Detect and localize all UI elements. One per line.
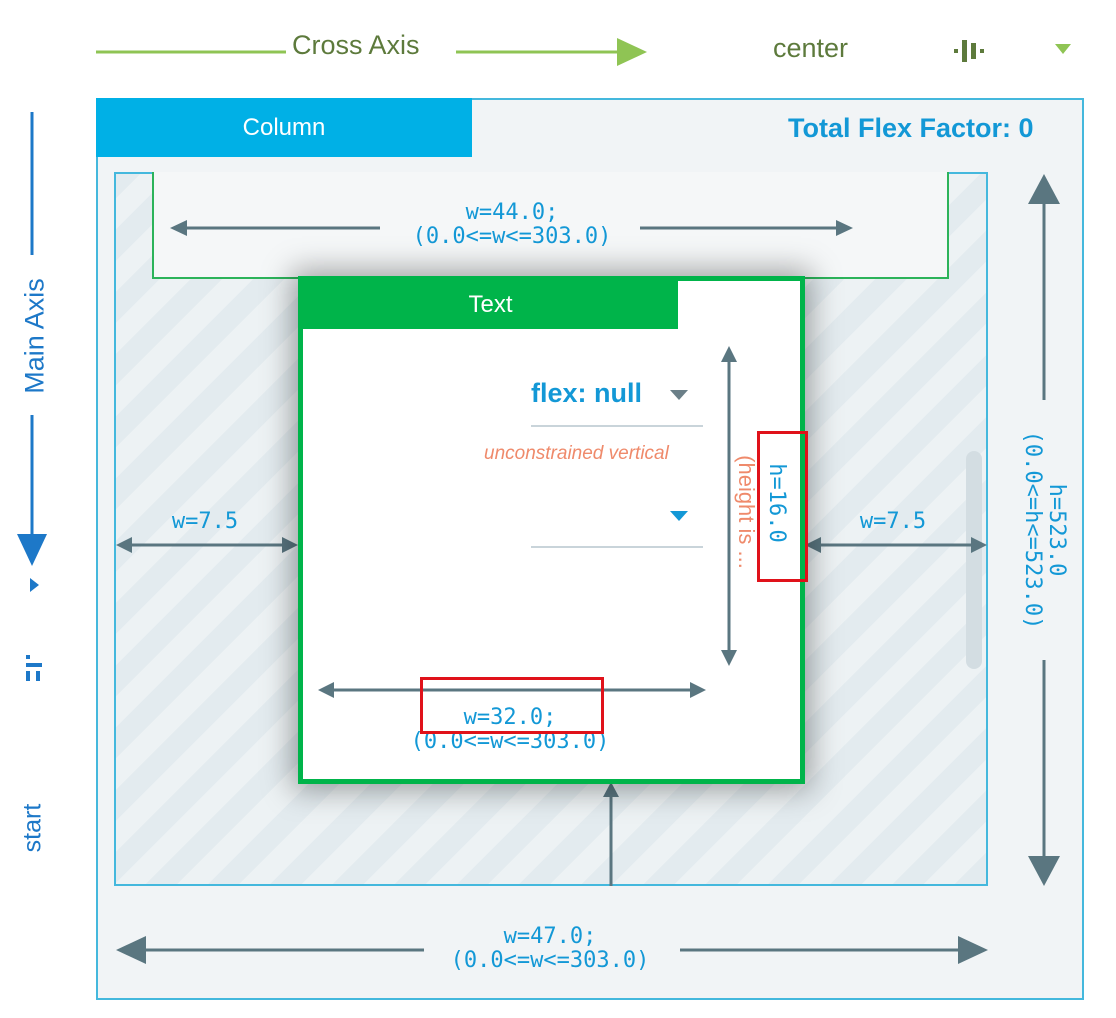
text-height-highlight — [757, 431, 808, 582]
main-axis-dropdown-icon[interactable] — [27, 575, 41, 595]
cross-axis-label: Cross Axis — [292, 30, 420, 60]
flex-value-dropdown[interactable]: flex: null — [531, 378, 643, 408]
column-height-label: h=523.0 (0.0<=h<=523.0) — [1020, 410, 1069, 650]
right-spacing-label: w=7.5 — [859, 509, 927, 534]
flex-dropdown-icon[interactable] — [668, 388, 690, 402]
text-width-highlight — [420, 677, 604, 734]
column-height-arrow — [1028, 174, 1060, 886]
left-spacing-arrow — [116, 537, 298, 553]
cross-axis-arrow — [96, 38, 647, 66]
column-tab[interactable]: Column — [96, 98, 472, 157]
main-axis-start-icon[interactable] — [22, 653, 48, 683]
main-axis-arrow — [17, 112, 47, 566]
left-spacing-label: w=7.5 — [171, 509, 239, 534]
right-spacing-arrow — [805, 537, 987, 553]
column-width-arrow — [116, 936, 988, 964]
column-width-value: w=47.0; — [503, 924, 597, 949]
text-widget-card[interactable] — [298, 276, 805, 784]
total-flex-factor: Total Flex Factor: 0 — [788, 113, 1034, 143]
fit-dropdown-underline — [531, 546, 703, 548]
upper-child-width-arrow — [170, 220, 853, 236]
unconstrained-warning: unconstrained vertical — [484, 443, 669, 464]
fit-dropdown-icon[interactable] — [668, 509, 690, 523]
main-axis-label: Main Axis — [19, 278, 50, 394]
column-width-label: w=47.0; (0.0<=w<=303.0) — [400, 925, 700, 973]
upper-child-width-label: w=44.0; (0.0<=w<=303.0) — [362, 201, 662, 249]
cross-axis-dropdown-icon[interactable] — [1053, 42, 1073, 56]
text-width-value: w=32.0; — [463, 705, 557, 730]
main-axis-alignment-value[interactable]: start — [18, 803, 47, 853]
text-height-note: (height is ... — [734, 455, 759, 569]
cross-axis-alignment-value[interactable]: center — [773, 33, 849, 63]
cross-axis-center-icon[interactable] — [953, 38, 987, 64]
flex-dropdown-underline — [531, 425, 703, 427]
upper-child-width-constraints: (0.0<=w<=303.0) — [412, 224, 612, 249]
column-width-constraints: (0.0<=w<=303.0) — [450, 948, 650, 973]
text-height-arrow — [721, 346, 737, 666]
scrollbar-thumb[interactable] — [966, 451, 982, 669]
column-height-constraints: (0.0<=h<=523.0) — [1020, 430, 1045, 630]
column-height-value: h=523.0 — [1044, 483, 1069, 577]
text-width-arrow — [318, 682, 706, 698]
bottom-spacing-arrow — [603, 782, 619, 886]
text-widget-tab[interactable]: Text — [303, 281, 678, 329]
upper-child-width-value: w=44.0; — [465, 200, 559, 225]
